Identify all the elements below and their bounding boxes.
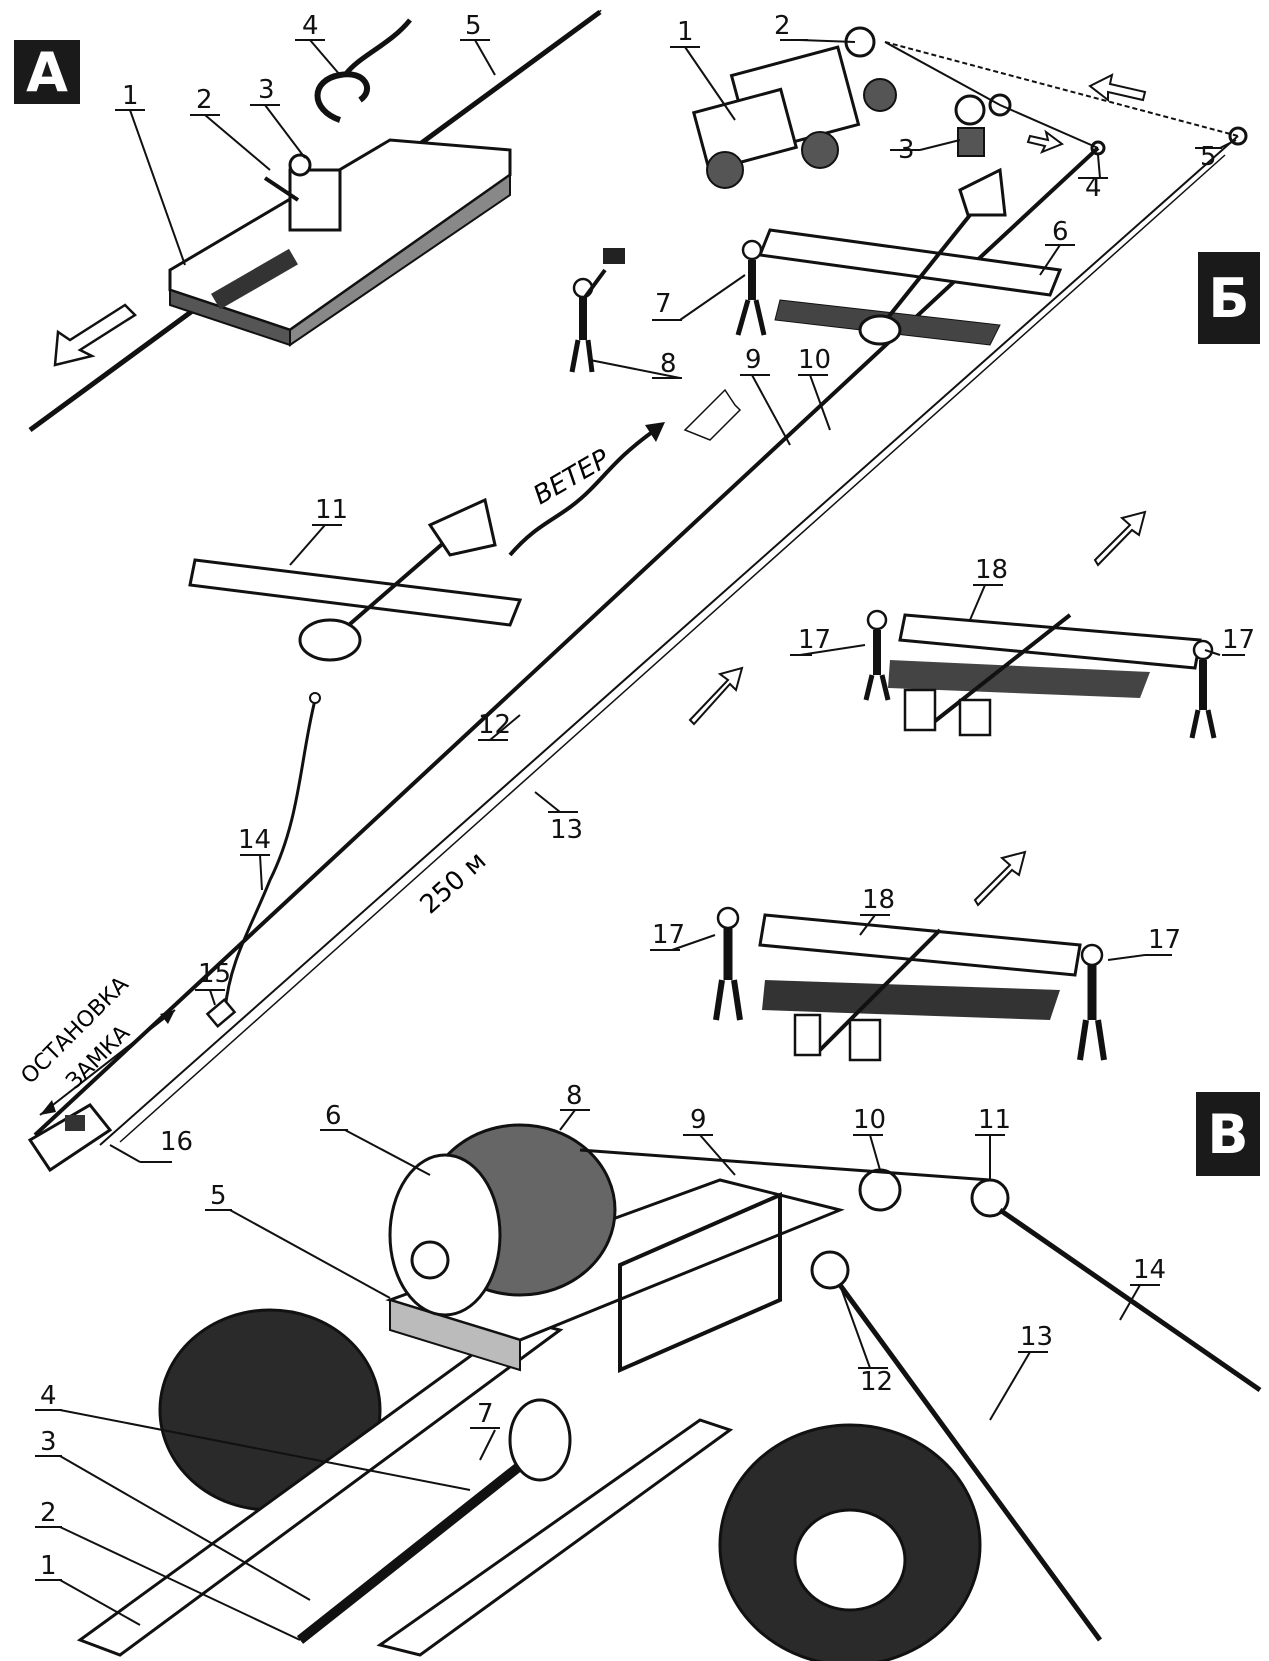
v-callout-14: 14 [1133,1255,1166,1285]
b-callout-13: 13 [550,815,583,845]
b-lock [205,998,237,1028]
v-callout-1: 1 [40,1551,57,1581]
b-wind-arrow [508,428,657,557]
a-direction-arrow [53,303,137,367]
section-badge-v: В [1196,1092,1260,1176]
b-callout-1: 1 [677,17,694,47]
v-callout-4: 4 [40,1381,57,1411]
v-callout-7: 7 [477,1399,494,1429]
v-callout-13: 13 [1020,1322,1053,1352]
b-callout-18-lower: 18 [862,885,895,915]
b-callout-12: 12 [478,710,511,740]
b-callout-15: 15 [198,959,231,989]
b-crew-upper-right [1189,639,1217,739]
b-release-rope [223,699,317,1011]
panel-v: 1 2 3 4 5 6 7 8 9 10 11 12 13 14 [35,1081,1262,1661]
b-callout-10: 10 [798,345,831,375]
b-crew-lower-left [713,906,743,1021]
b-callout-16: 16 [160,1127,193,1157]
panel-b: ВЕТЕР ОСТАНОВКА ЗАМКА 250 м [17,11,1255,1173]
a-callout-3: 3 [258,75,275,105]
b-callout-8: 8 [660,349,677,379]
b-arrow-lower-group [973,850,1027,907]
a-callout-2: 2 [196,85,213,115]
b-towing-cable [33,146,1100,1137]
b-callout-5: 5 [1200,142,1217,172]
a-lock [288,168,342,232]
b-callout-17-lower-right: 17 [1148,925,1181,955]
section-badge-b: Б [1198,252,1260,344]
b-arrow-launch [688,666,744,726]
v-callout-9: 9 [690,1105,707,1135]
b-arrow-return [1088,73,1147,103]
a-hook [314,71,371,123]
b-truck [691,26,897,189]
b-callout-3: 3 [898,135,915,165]
v-pulley-10 [858,1168,902,1212]
b-callout-11: 11 [315,495,348,525]
b-callout-9: 9 [745,345,762,375]
a-callout-4: 4 [302,11,319,41]
b-glider-in-flight [188,497,523,662]
v-callout-8: 8 [566,1081,583,1111]
v-pulley-12 [810,1250,850,1290]
v-cable-13 [837,1283,1103,1642]
v-callout-5: 5 [210,1181,227,1211]
b-distance-label: 250 м [415,846,493,920]
a-callout-5: 5 [465,11,482,41]
v-callout-11: 11 [978,1105,1011,1135]
b-assistant-person [735,239,767,336]
b-glider-at-start [757,167,1063,346]
v-chassis-frame [76,1318,564,1657]
b-arrow-upper-group [1093,510,1147,567]
b-callout-17-upper-left: 17 [798,625,831,655]
a-callout-1: 1 [122,81,139,111]
b-crew-lower-right [1077,943,1107,1061]
v-callout-3: 3 [40,1427,57,1457]
panel-a: 1 2 3 4 5 [28,8,604,433]
b-arrow-forward [1026,129,1065,154]
b-return-cable [99,135,1239,1146]
b-crew-upper-left [863,609,891,701]
b-callout-17-upper-right: 17 [1222,625,1255,655]
v-cable-14 [998,1207,1262,1393]
b-callout-17-lower-left: 17 [652,920,685,950]
v-drive-shaft [296,1446,544,1644]
b-tension-pulleys [954,93,1248,157]
b-callout-7: 7 [655,289,672,319]
v-callout-2: 2 [40,1498,57,1528]
b-stop-block [27,1103,113,1173]
b-callout-18-upper: 18 [975,555,1008,585]
b-glider-ground-upper [888,613,1202,737]
v-callout-12: 12 [860,1367,893,1397]
b-callout-4: 4 [1085,173,1102,203]
b-callout-14: 14 [238,825,271,855]
v-callout-6: 6 [325,1101,342,1131]
b-callout-2: 2 [774,11,791,41]
v-callout-10: 10 [853,1105,886,1135]
b-starter-person [569,248,625,373]
section-badge-a: А [14,40,80,104]
b-glider-ground-lower [758,913,1082,1062]
b-callout-6: 6 [1052,217,1069,247]
